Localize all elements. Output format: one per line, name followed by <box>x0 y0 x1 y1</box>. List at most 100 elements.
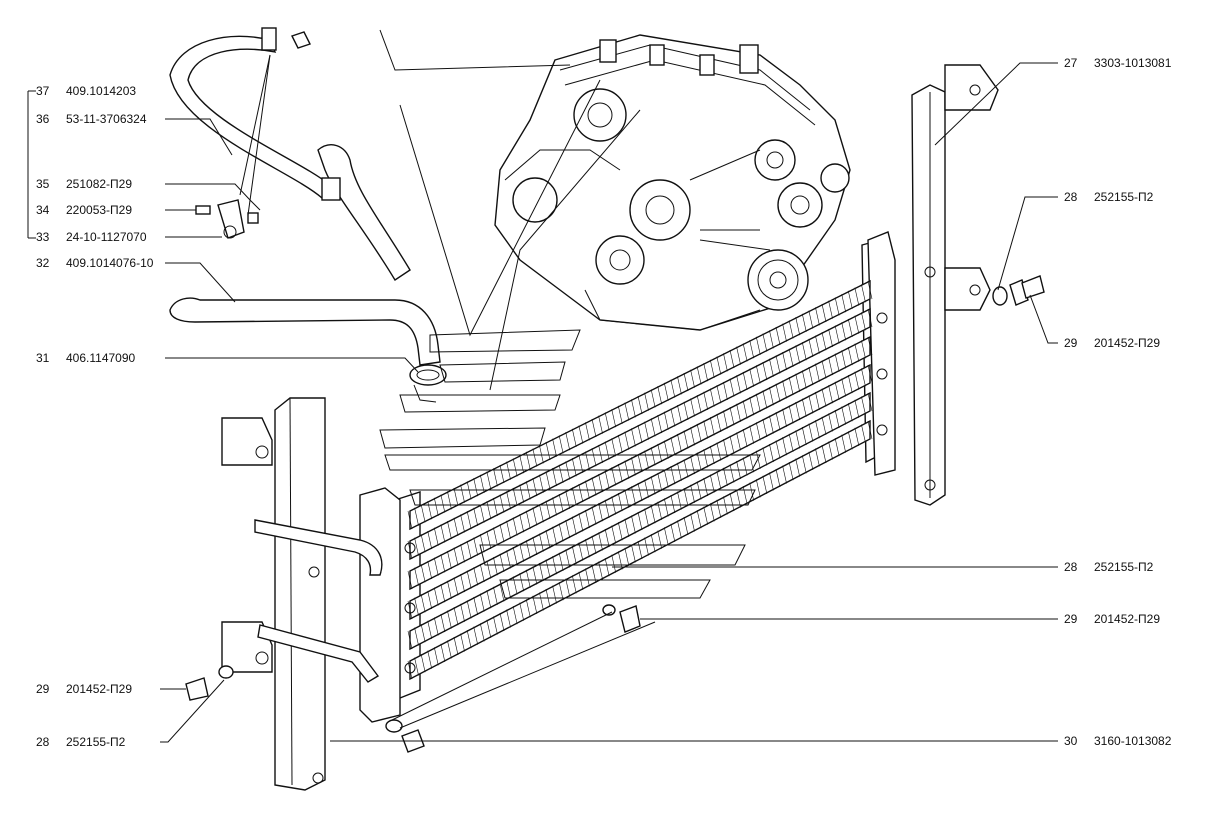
cooler-fin <box>775 383 781 402</box>
cooler-fin <box>808 367 814 386</box>
cooler-fin <box>670 408 676 427</box>
cooler-fin <box>769 330 774 349</box>
cooler-fin <box>801 342 807 361</box>
cooler-fin <box>447 580 452 599</box>
cooler-fin <box>617 434 623 454</box>
callout-37-num: 37 <box>36 84 50 98</box>
cooler-fin <box>815 363 820 382</box>
cooler-fin <box>808 395 814 414</box>
cooler-fin <box>841 350 847 369</box>
cooler-fin <box>709 503 715 522</box>
cooler-fin <box>440 494 446 513</box>
cooler-fin <box>821 360 827 379</box>
cooler-fin <box>604 441 610 460</box>
cooler-fin <box>650 418 656 437</box>
cooler-fin <box>644 392 649 411</box>
cooler-fin <box>650 534 656 553</box>
cooler-fin <box>749 397 755 416</box>
cooler-fin <box>631 486 636 505</box>
cooler-fin <box>578 425 584 444</box>
cooler-fin <box>585 568 590 587</box>
cooler-fin <box>723 381 728 400</box>
callout-29-left-num: 29 <box>36 682 50 696</box>
cooler-fin <box>466 570 472 589</box>
cooler-fin <box>466 630 472 649</box>
cooler-fin <box>525 540 531 559</box>
cooler-fin <box>729 464 735 483</box>
cooler-fin <box>690 484 695 503</box>
cooler-fin <box>769 387 774 406</box>
cooler-fin <box>631 544 636 563</box>
cooler-fin <box>650 389 656 408</box>
cooler-fin <box>755 450 761 469</box>
cooler-fin <box>420 564 426 583</box>
cooler-fin <box>473 567 479 586</box>
callout-28-mid-code: 252155-П2 <box>1094 560 1154 574</box>
cooler-fin <box>755 422 761 441</box>
cooler-fin <box>867 336 873 356</box>
cooler-fin <box>729 407 735 426</box>
cooler-fin <box>663 382 669 401</box>
cooler-fin <box>617 522 623 541</box>
cooler-fin <box>453 607 459 626</box>
cooler-fin <box>867 280 873 300</box>
cooler-fin <box>657 414 663 434</box>
cooler-fin <box>644 421 649 440</box>
cooler-fin <box>604 412 610 431</box>
cooler-fin <box>775 468 781 488</box>
cooler-fin <box>453 547 459 566</box>
cooler-fin <box>663 469 669 488</box>
cooler-fin <box>433 527 439 546</box>
cooler-fin <box>473 537 479 556</box>
cooler-fin <box>729 349 735 369</box>
cooler-fin <box>624 547 630 566</box>
cooler-fin <box>861 368 866 387</box>
cooler-fin <box>631 515 636 534</box>
cooler-fin <box>867 392 873 412</box>
cooler-fin <box>690 513 695 532</box>
cooler-fin <box>808 451 814 470</box>
cooler-fin <box>440 554 446 573</box>
cooler-fin <box>637 540 643 560</box>
cooler-fin <box>690 427 695 446</box>
cooler-fin <box>847 346 853 366</box>
cooler-fin <box>433 557 439 576</box>
leader-lines <box>27 29 1058 743</box>
cooler-fin <box>427 501 433 520</box>
cooler-fin <box>499 494 505 513</box>
cooler-fin <box>486 501 492 520</box>
cooler-fin <box>821 444 827 464</box>
cooler-fin <box>552 497 557 516</box>
cooler-fin <box>769 415 774 434</box>
cooler-fin <box>571 428 577 447</box>
cooler-fin <box>650 505 656 524</box>
cooler-fin <box>775 412 781 431</box>
lower-hose <box>169 297 447 403</box>
cooler-fin <box>407 540 413 560</box>
cooler-fin <box>683 459 689 478</box>
cooler-fin <box>519 543 525 562</box>
cooler-fin <box>460 573 465 593</box>
cooler-fin <box>558 464 564 483</box>
cooler-fin <box>512 458 518 477</box>
cooler-fin <box>815 307 820 326</box>
cooler-fin <box>867 420 873 440</box>
cooler-fin <box>834 381 840 400</box>
cooler-fin <box>723 353 728 372</box>
cooler-fin <box>847 375 853 394</box>
cooler-fin <box>696 423 702 442</box>
cooler-fin <box>473 478 479 497</box>
cooler-fin <box>815 448 820 467</box>
cooler-fin <box>466 600 472 619</box>
cooler-fin <box>565 432 571 451</box>
cooler-fin <box>755 479 761 498</box>
cooler-fin <box>466 511 472 530</box>
cooler-fin <box>677 462 682 481</box>
cooler-fin <box>729 435 735 454</box>
callout-28-left-code: 252155-П2 <box>66 735 126 749</box>
cooler-fin <box>762 475 768 494</box>
callout-29-mid-code: 201452-П29 <box>1094 612 1160 626</box>
cooler-fin <box>729 378 735 397</box>
cooler-fin <box>631 457 636 476</box>
cooler-fin <box>525 569 531 588</box>
